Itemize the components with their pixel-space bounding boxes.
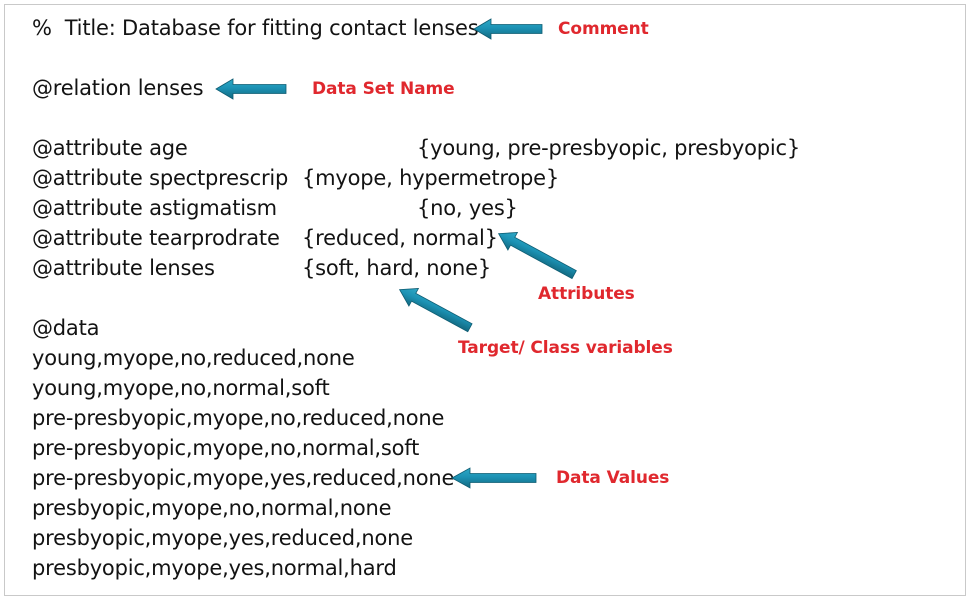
attribute-row: @attribute lenses {soft, hard, none}: [32, 256, 792, 280]
attribute-values: {reduced, normal}: [302, 226, 498, 250]
arrow-diagonal-attributes: [497, 232, 577, 280]
data-row: pre-presbyopic,myope,yes,reduced,none: [32, 466, 455, 490]
data-row: presbyopic,myope,no,normal,none: [32, 496, 392, 520]
attribute-values: {soft, hard, none}: [302, 256, 492, 280]
annotation-label-comment: Comment: [558, 19, 649, 39]
annotation-label-data-values: Data Values: [556, 468, 670, 488]
data-header-line: @data: [32, 316, 100, 340]
attribute-values: {myope, hypermetrope}: [302, 166, 559, 190]
arrow-diagonal-target-class: [398, 288, 473, 333]
attribute-values: {no, yes}: [417, 196, 518, 220]
relation-line: @relation lenses: [32, 76, 204, 100]
comment-line: % Title: Database for fitting contact le…: [32, 16, 479, 40]
arrow-left-relation: [215, 78, 287, 100]
data-row: pre-presbyopic,myope,no,normal,soft: [32, 436, 420, 460]
attribute-values: {young, pre-presbyopic, presbyopic}: [417, 136, 801, 160]
arrow-left-data-values: [451, 467, 537, 489]
data-row: presbyopic,myope,yes,reduced,none: [32, 526, 413, 550]
arrow-left-comment: [473, 18, 543, 40]
attribute-row: @attribute tearprodrate {reduced, normal…: [32, 226, 792, 250]
attribute-declaration: @attribute tearprodrate: [32, 226, 280, 250]
attribute-declaration: @attribute spectprescrip: [32, 166, 289, 190]
attribute-row: @attribute astigmatism {no, yes}: [32, 196, 792, 220]
data-row: young,myope,no,normal,soft: [32, 376, 330, 400]
data-row: presbyopic,myope,yes,normal,hard: [32, 556, 397, 580]
attribute-declaration: @attribute age: [32, 136, 188, 160]
attribute-declaration: @attribute lenses: [32, 256, 215, 280]
data-row: pre-presbyopic,myope,no,reduced,none: [32, 406, 445, 430]
annotation-label-dataset-name: Data Set Name: [312, 79, 455, 99]
attribute-row: @attribute age {young, pre-presbyopic, p…: [32, 136, 800, 160]
annotation-label-target-class-variables: Target/ Class variables: [458, 338, 673, 358]
attribute-declaration: @attribute astigmatism: [32, 196, 277, 220]
data-row: young,myope,no,reduced,none: [32, 346, 355, 370]
annotation-label-attributes: Attributes: [538, 284, 635, 304]
attribute-row: @attribute spectprescrip {myope, hyperme…: [32, 166, 792, 190]
